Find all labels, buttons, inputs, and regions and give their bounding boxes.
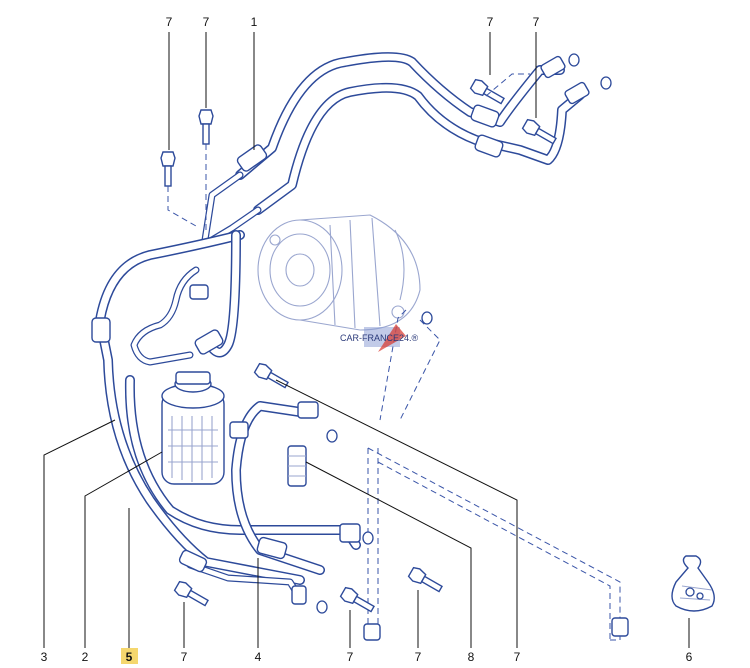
callout-bottom-7d: 7 (514, 650, 521, 664)
watermark-text: CAR-FRANCE24.® (340, 333, 419, 343)
leader-lines (43, 32, 690, 648)
pipe-5 (130, 266, 307, 605)
callout-top-7b: 7 (203, 15, 210, 29)
callout-bottom-7c: 7 (415, 650, 422, 664)
receiver-drier (161, 371, 225, 485)
pipe-3 (91, 230, 305, 585)
watermark-logo: CAR-FRANCE24.® (340, 324, 419, 352)
callout-highlight-box (121, 648, 138, 664)
callout-bottom-5: 5 (126, 650, 133, 664)
condenser-outline (363, 309, 629, 641)
callout-bottom-4: 4 (255, 650, 262, 664)
bolt-top-right-1 (469, 78, 505, 105)
callout-top-1: 1 (251, 15, 258, 29)
o-rings (316, 53, 612, 614)
bolt-bottom-mid (339, 586, 375, 613)
guide-lines (167, 73, 530, 232)
callout-top-7d: 7 (533, 15, 540, 29)
callouts-bottom: 3 2 5 7 4 7 7 8 7 6 (41, 648, 693, 664)
bolt-top-right-2 (521, 118, 557, 145)
callout-bottom-2: 2 (82, 650, 89, 664)
bolt-bottom-left (173, 580, 209, 607)
callout-bottom-6: 6 (686, 650, 693, 664)
callouts-top: 7 7 1 7 7 (166, 15, 540, 29)
pipe-4 (124, 230, 361, 575)
bolt-top-left-1 (160, 151, 176, 187)
callout-top-7c: 7 (487, 15, 494, 29)
pressure-switch (287, 445, 307, 487)
repair-kit-bag (671, 555, 715, 612)
callout-bottom-8: 8 (468, 650, 475, 664)
bolt-mid (253, 362, 289, 389)
callout-bottom-7a: 7 (181, 650, 188, 664)
callout-top-7a: 7 (166, 15, 173, 29)
callout-bottom-3: 3 (41, 650, 48, 664)
callout-bottom-7b: 7 (347, 650, 354, 664)
bolt-bottom-right (407, 566, 443, 593)
compressor-ghost (257, 214, 421, 331)
pipe-1 (201, 52, 590, 244)
bolt-top-left-2 (198, 109, 214, 145)
